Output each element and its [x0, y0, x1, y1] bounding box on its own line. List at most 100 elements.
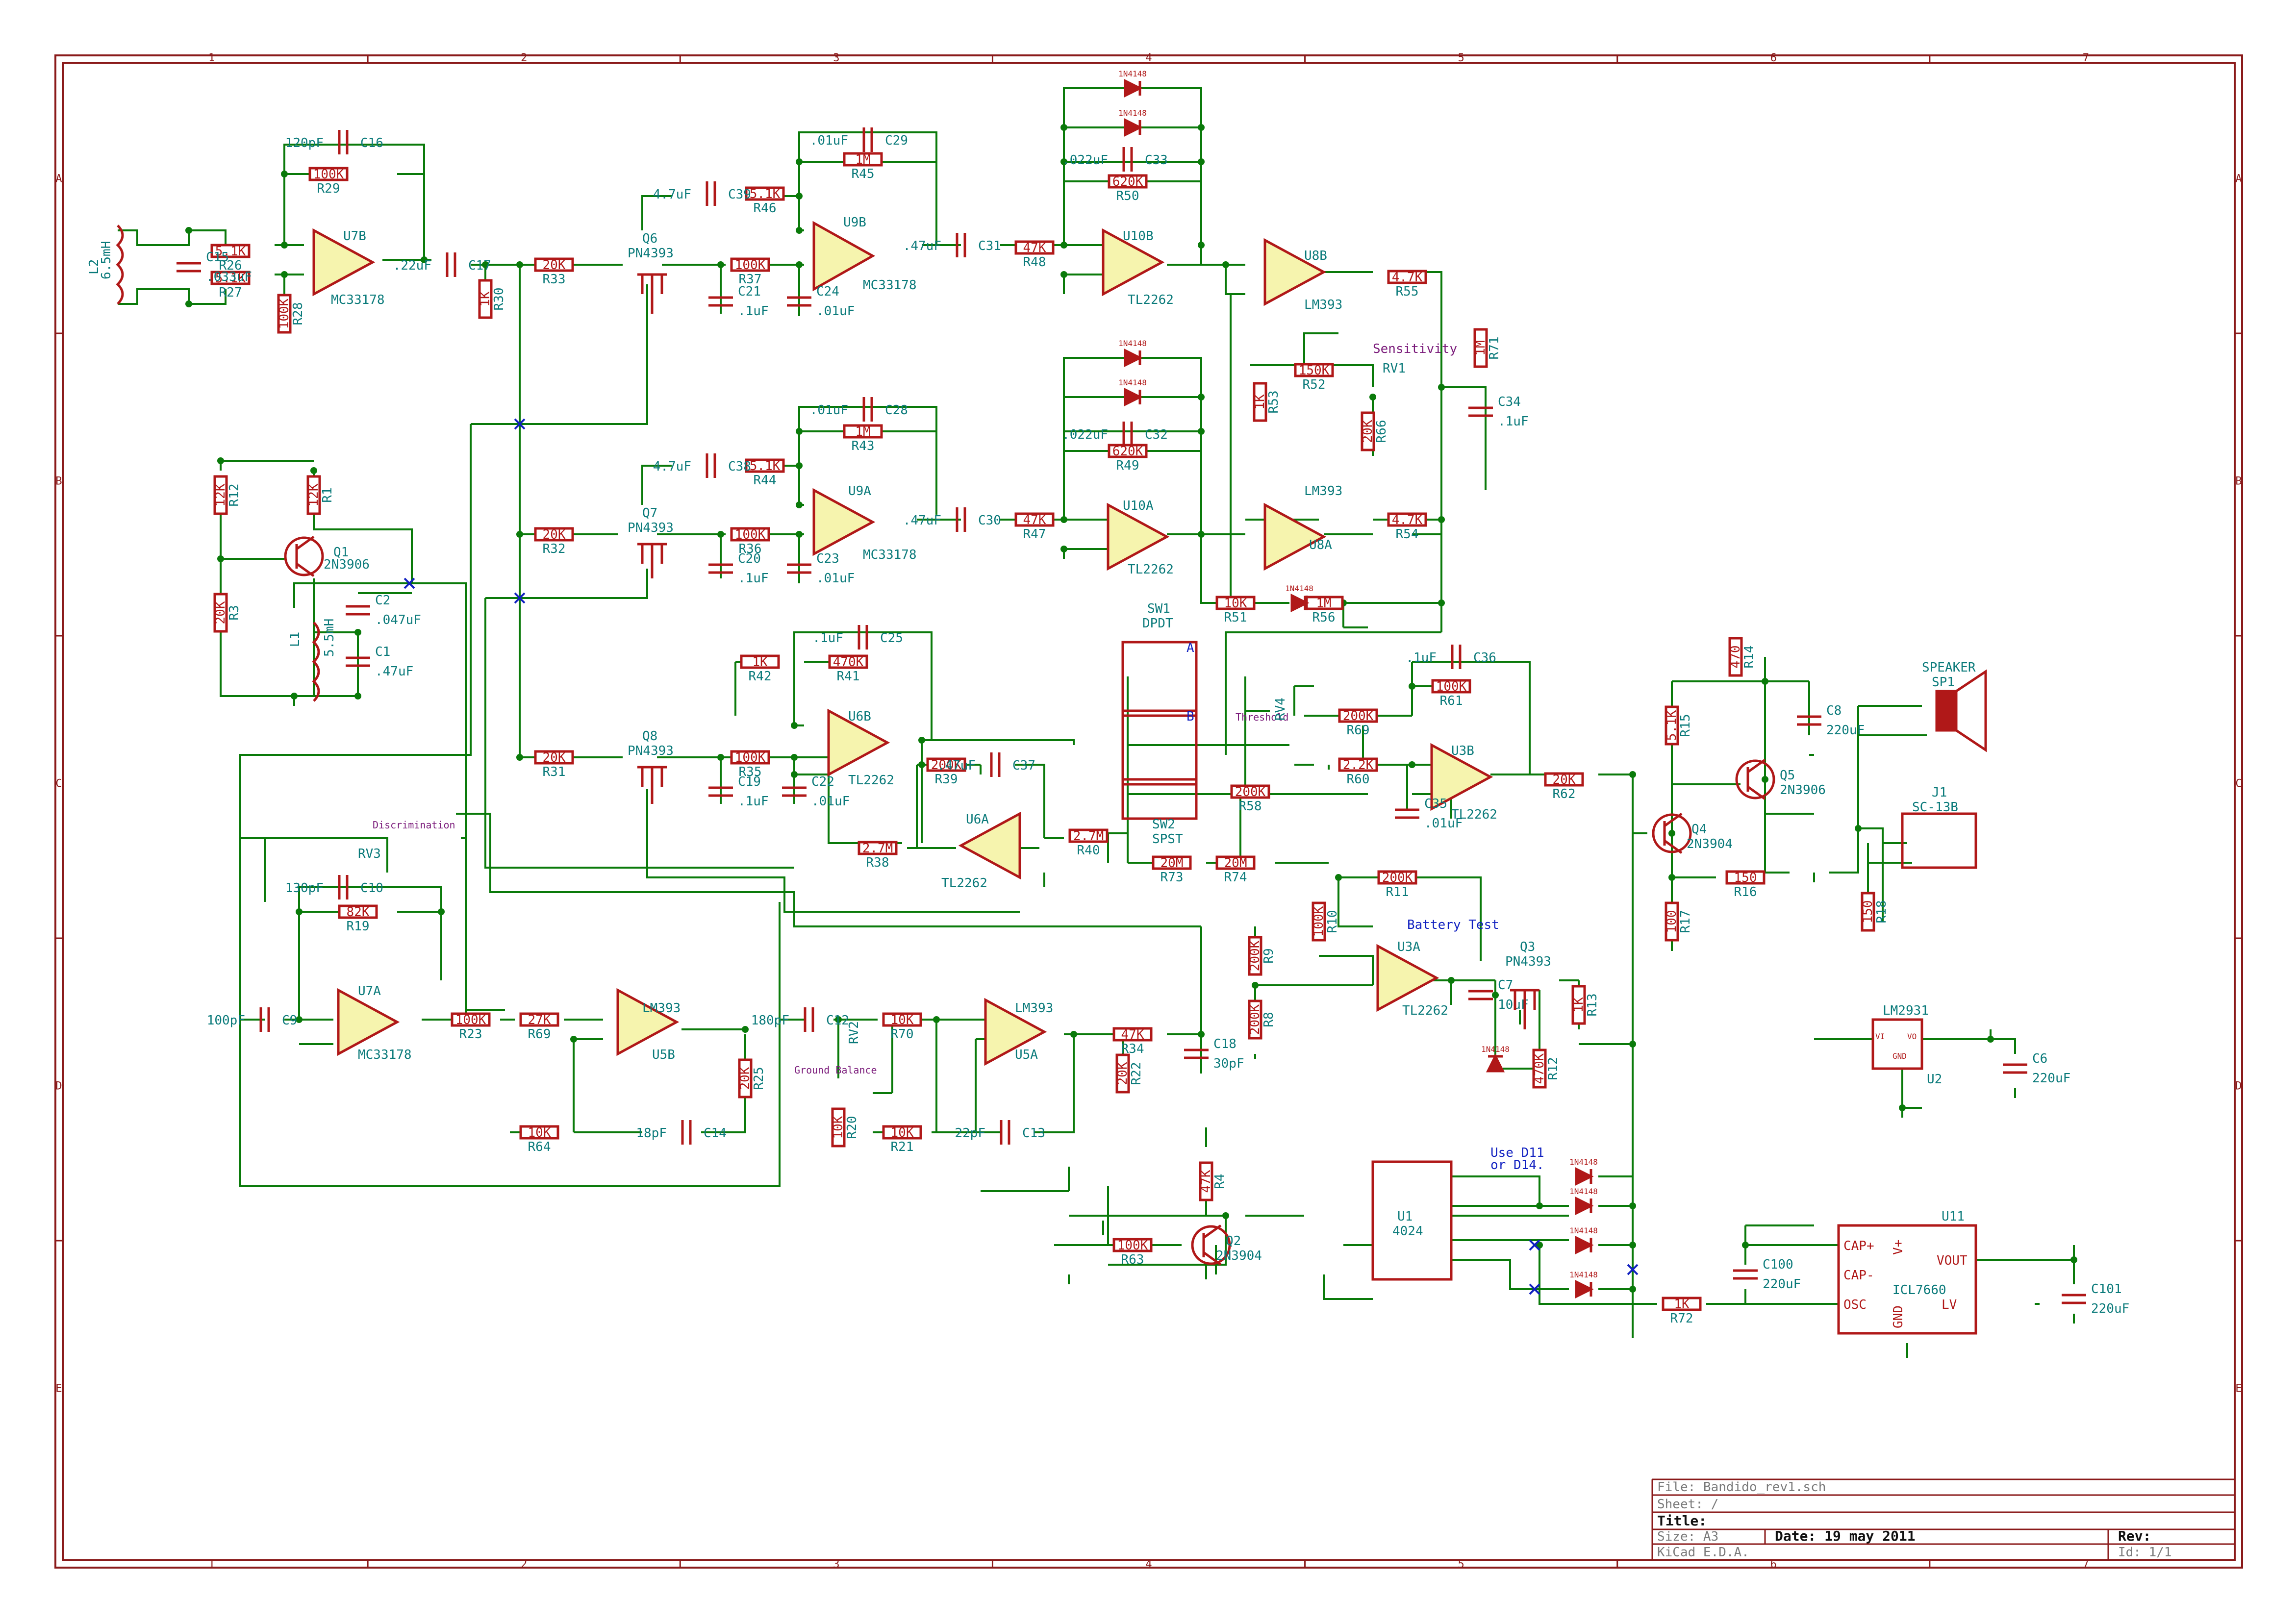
capacitor-value: 4.7uF	[653, 459, 691, 474]
capacitor-ref: C17	[468, 258, 491, 273]
resistor-ref: R27	[219, 285, 242, 300]
resistor-ref: R44	[754, 473, 777, 488]
resistor-value: 200K	[1235, 785, 1266, 799]
resistor-value: 1M	[1473, 340, 1488, 355]
diode: 1N4148	[1118, 339, 1147, 368]
resistor-ref: R56	[1312, 610, 1336, 625]
jfet-ref: Q7	[642, 506, 657, 521]
resistor-value: 20K	[543, 750, 566, 765]
resistor-ref: R51	[1224, 610, 1247, 625]
tb-file: File: Bandido_rev1.sch	[1657, 1480, 1826, 1495]
resistor-ref: R45	[852, 167, 875, 181]
junction-dot	[796, 158, 803, 165]
zone-column-label: 6	[1770, 1558, 1777, 1571]
resistor-value: 100K	[277, 298, 292, 329]
diode: 1N4148	[1569, 1270, 1598, 1299]
resistor-ref: R70	[891, 1027, 914, 1042]
bjt-ref: Q2	[1226, 1234, 1241, 1248]
resistor-value: 620K	[1112, 444, 1143, 459]
resistor-ref: R58	[1239, 799, 1262, 814]
capacitor-value: .022uF	[1062, 427, 1108, 442]
junction-dot	[354, 629, 361, 636]
tb-date: Date: 19 may 2011	[1775, 1528, 1916, 1544]
junction-dot	[185, 300, 192, 307]
junction-dot	[717, 261, 724, 268]
resistor-ref: R48	[1023, 255, 1046, 270]
resistor-value: 200K	[1248, 1004, 1262, 1035]
capacitor: C22.01uF	[782, 774, 850, 809]
junction-dot	[1629, 1286, 1636, 1293]
resistor-value: 1K	[1571, 997, 1586, 1013]
battery-test-label: Battery Test	[1407, 918, 1499, 932]
capacitor-ref: C28	[885, 403, 908, 418]
resistor-ref: R62	[1553, 787, 1576, 801]
annotations: Sensitivity RV1 Threshold RV4 Discrimina…	[358, 342, 1544, 1173]
resistor-ref: R26	[219, 258, 242, 273]
zone-column-label: 6	[1770, 52, 1777, 64]
capacitor-value: .01uF	[811, 794, 850, 809]
ic-ref: U11	[1942, 1209, 1965, 1224]
jack-value: SC-13B	[1912, 800, 1958, 815]
resistor-value: 10K	[891, 1013, 914, 1027]
capacitor-ref: C10	[360, 881, 383, 896]
resistor-ref: R29	[317, 181, 340, 196]
resistor-value: 20K	[1361, 420, 1375, 443]
capacitor-value: .1uF	[738, 794, 769, 809]
diode: 1N4148	[1569, 1226, 1598, 1255]
junction-dot	[1742, 1242, 1749, 1248]
switch-ref: SW1	[1147, 601, 1170, 616]
capacitor-ref: C30	[978, 513, 1001, 528]
resistor-ref: R52	[1303, 377, 1326, 392]
junction-dot	[1198, 242, 1205, 249]
zone-column-label: 1	[208, 52, 215, 64]
resistor-value: 5.1K	[1665, 710, 1679, 741]
resistor-ref: R71	[1487, 337, 1502, 360]
junction-dot	[1409, 683, 1415, 690]
junction-dot	[1629, 1041, 1636, 1048]
resistor-value: 20K	[1115, 1062, 1130, 1085]
pin-label: CAP-	[1843, 1268, 1874, 1283]
opamp-ref: U10A	[1123, 499, 1154, 513]
inductor-ref: L2	[87, 259, 101, 275]
junction-dot	[1448, 977, 1455, 984]
capacitor-value: 22pF	[955, 1126, 985, 1141]
capacitor: C35.01uF	[1395, 797, 1463, 831]
capacitor-ref: C9	[282, 1013, 297, 1028]
opamp-value: LM393	[1015, 1001, 1053, 1016]
title-block: File: Bandido_rev1.sch Sheet: / Title: S…	[1651, 1478, 2235, 1560]
bjt-value: 2N3906	[1780, 783, 1826, 798]
pot-rv3-ref: RV3	[358, 847, 381, 861]
capacitor-ref: C18	[1213, 1037, 1236, 1051]
junction-dot	[1198, 531, 1205, 538]
resistor-ref: R4	[1212, 1174, 1227, 1189]
capacitor-value: .22uF	[393, 258, 431, 273]
opamp-ref: U8B	[1304, 249, 1327, 263]
switch-type: DPDT	[1142, 616, 1173, 631]
diode-value: 1N4148	[1569, 1226, 1598, 1235]
capacitor-value: .47uF	[375, 664, 413, 679]
tb-size: Size: A3	[1657, 1529, 1718, 1544]
resistor-value: 1M	[1316, 596, 1331, 611]
resistor-value: 20K	[543, 527, 566, 542]
resistor-value: 150	[1861, 900, 1875, 924]
resistor-ref: R11	[1386, 885, 1409, 899]
capacitor-value: .033uF	[206, 270, 252, 284]
